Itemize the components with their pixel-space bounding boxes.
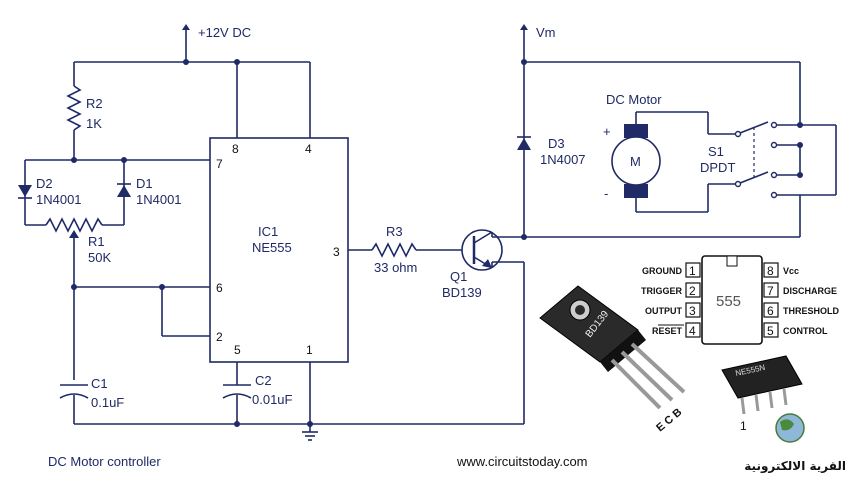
d1-name: D1 [136, 176, 153, 191]
pinout-left-4-num: 4 [689, 324, 696, 338]
pinout-left-3-name: OUTPUT [645, 306, 683, 316]
d3-name: D3 [548, 136, 565, 151]
pinout-right-4-num: 5 [767, 324, 774, 338]
r3-resistor [348, 242, 462, 258]
ne555-dip-package [721, 355, 803, 415]
pinout-left-3-num: 3 [689, 304, 696, 318]
pinout-right-1-num: 8 [767, 264, 774, 278]
q1-name: Q1 [450, 269, 467, 284]
q1-transistor [461, 229, 525, 424]
website: www.circuitstoday.com [456, 454, 588, 469]
c2-name: C2 [255, 373, 272, 388]
pinout-left-4-name: RESET [652, 326, 683, 336]
ne555-pinout [658, 255, 779, 345]
c1-capacitor [59, 384, 89, 424]
pinout-right-3-name: THRESHOLD [783, 306, 840, 316]
r2-name: R2 [86, 96, 103, 111]
r1-name: R1 [88, 234, 105, 249]
d1-value: 1N4001 [136, 192, 182, 207]
dc-motor [611, 111, 736, 213]
motor-minus: - [604, 186, 608, 201]
r2-resistor [66, 62, 82, 163]
s1-name: S1 [708, 144, 724, 159]
ic1-name: IC1 [258, 224, 278, 239]
c2-value: 0.01uF [252, 392, 293, 407]
motor-symbol: M [630, 154, 641, 169]
vm-label: Vm [536, 25, 556, 40]
d2-value: 1N4001 [36, 192, 82, 207]
pinout-left-2-name: TRIGGER [641, 286, 683, 296]
logo-text: القرية الالكترونية [744, 459, 846, 474]
pinout-left-2-num: 2 [689, 284, 696, 298]
pinout-chip-label: 555 [716, 293, 741, 310]
s1-value: DPDT [700, 160, 735, 175]
pinout-right-1-name: Vcc [783, 266, 799, 276]
ground-rail [74, 362, 524, 441]
pinout-right-2-num: 7 [767, 284, 774, 298]
bd139-package [539, 285, 686, 410]
ic1-pin-6: 6 [216, 281, 223, 295]
bd139-pin-labels: E C B [654, 406, 684, 434]
r1-value: 50K [88, 250, 111, 265]
ic1-pin-4: 4 [305, 142, 312, 156]
pinout-right-3-num: 6 [767, 304, 774, 318]
vm-rail [517, 24, 801, 240]
caption: DC Motor controller [48, 454, 161, 469]
r2-value: 1K [86, 116, 102, 131]
threshold-trigger-wiring [74, 284, 210, 337]
d2-name: D2 [36, 176, 53, 191]
c1-name: C1 [91, 376, 108, 391]
c2-capacitor [222, 362, 252, 424]
d3-value: 1N4007 [540, 152, 586, 167]
r3-value: 33 ohm [374, 260, 417, 275]
power-rail [74, 24, 311, 138]
q1-value: BD139 [442, 285, 482, 300]
supply-label: +12V DC [198, 25, 251, 40]
ic1-pin-8: 8 [232, 142, 239, 156]
ic1-value: NE555 [252, 240, 292, 255]
pinout-right-2-name: DISCHARGE [783, 286, 837, 296]
ic1-chip [209, 137, 349, 363]
s1-dpdt-switch [734, 121, 837, 199]
globe-logo [775, 413, 805, 443]
ic1-pin-7: 7 [216, 157, 223, 171]
ic1-pin-5: 5 [234, 343, 241, 357]
ic1-pin-1: 1 [306, 343, 313, 357]
motor-plus: + [603, 124, 611, 139]
r3-name: R3 [386, 224, 403, 239]
pinout-left-1-num: 1 [689, 264, 696, 278]
c1-value: 0.1uF [91, 395, 124, 410]
pinout-right-4-name: CONTROL [783, 326, 828, 336]
r1-potentiometer [25, 217, 124, 380]
motor-title: DC Motor [606, 92, 662, 107]
diode-network [18, 157, 210, 225]
ic1-pin-2: 2 [216, 330, 223, 344]
ne555-dip-pin1: 1 [740, 419, 747, 433]
ic1-pin-3: 3 [333, 245, 340, 259]
pinout-left-1-name: GROUND [642, 266, 682, 276]
